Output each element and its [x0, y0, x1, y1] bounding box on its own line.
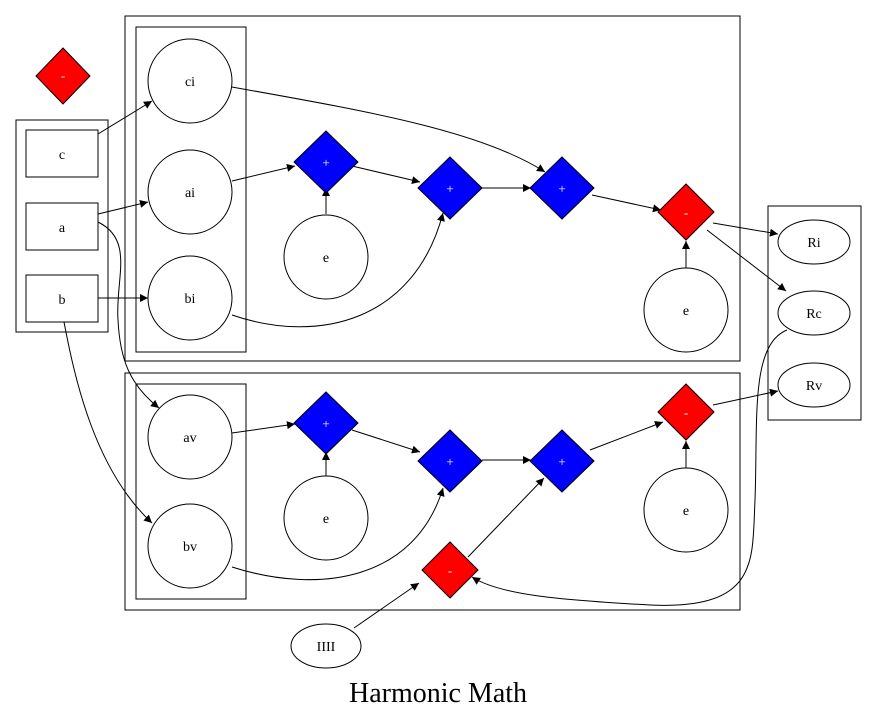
edge-add3-sub1	[591, 194, 662, 213]
node-bottom-e2-label: e	[683, 504, 689, 519]
node-bi: bi	[147, 255, 233, 341]
node-top-add3-label: +	[558, 181, 565, 196]
node-top-e1-label: e	[323, 251, 329, 266]
edge-add1-add2-bottom	[351, 429, 421, 454]
node-bottom-e1-label: e	[323, 512, 329, 527]
node-bottom-add2: +	[417, 429, 483, 493]
node-bottom-sub1: -	[657, 383, 715, 441]
node-top-add2-label: +	[446, 181, 453, 196]
edge-b-bv	[63, 321, 153, 524]
node-rc-label: Rc	[806, 307, 822, 322]
edge-rc-sub2	[471, 329, 788, 606]
node-bottom-sub1-label: -	[684, 405, 688, 420]
top-cluster	[124, 15, 741, 362]
node-av-label: av	[183, 431, 196, 446]
node-rv: Rv	[777, 362, 851, 408]
node-top-add3: +	[529, 156, 595, 220]
node-rc: Rc	[777, 290, 851, 336]
node-top-add1: +	[293, 130, 359, 194]
legend-op-label: -	[61, 68, 65, 83]
node-bi-label: bi	[185, 292, 196, 307]
node-top-add1-label: +	[322, 155, 329, 170]
input-c-label: c	[59, 148, 65, 163]
node-rv-label: Rv	[806, 379, 822, 394]
node-ai-label: ai	[185, 186, 195, 201]
node-bottom-add2-label: +	[446, 454, 453, 469]
edge-bv-add2	[231, 487, 445, 581]
node-ri: Ri	[777, 219, 851, 265]
node-top-add2: +	[417, 156, 483, 220]
edge-iiii-sub2	[353, 582, 420, 629]
edge-c-ci	[97, 100, 153, 135]
node-bottom-sub2-label: -	[448, 563, 452, 578]
edge-a-av	[97, 221, 160, 409]
edge-ai-add1	[231, 163, 296, 182]
edges	[63, 86, 788, 629]
edge-add3-sub1-bottom	[589, 421, 664, 451]
input-a-label: a	[59, 221, 66, 236]
edge-a-ai	[97, 199, 149, 215]
bottom-inner-cluster	[135, 383, 247, 600]
input-c: c	[25, 129, 99, 178]
edge-sub1-rc	[706, 229, 787, 292]
node-bottom-add1-label: +	[322, 416, 329, 431]
edge-av-add1	[231, 421, 296, 434]
node-bottom-add3: +	[529, 429, 595, 493]
node-bottom-add1: +	[293, 391, 359, 455]
node-ai: ai	[147, 149, 233, 235]
diagram-title: Harmonic Math	[349, 678, 527, 709]
edge-bi-add2	[231, 212, 445, 328]
edge-add1-add2	[351, 165, 421, 185]
node-bottom-e1: e	[283, 475, 369, 561]
node-bv: bv	[147, 503, 233, 589]
input-b: b	[25, 274, 99, 323]
edge-ci-add3	[231, 86, 546, 173]
node-bv-label: bv	[183, 540, 197, 555]
node-top-sub1-label: -	[684, 205, 688, 220]
node-top-sub1: -	[657, 183, 715, 241]
node-top-e1: e	[283, 214, 369, 300]
input-cluster	[15, 119, 109, 333]
node-iiii-label: IIII	[317, 640, 336, 655]
node-av: av	[147, 394, 233, 480]
top-inner-cluster	[135, 26, 247, 353]
node-ci: ci	[147, 38, 233, 124]
node-bottom-add3-label: +	[558, 454, 565, 469]
edge-sub1-rv	[712, 388, 779, 406]
node-iiii: IIII	[290, 623, 362, 669]
result-cluster	[767, 205, 862, 421]
node-bottom-sub2: -	[421, 541, 479, 599]
edge-sub2-add3	[467, 477, 545, 558]
legend-op-node: -	[35, 47, 91, 105]
node-ci-label: ci	[185, 75, 195, 90]
node-ri-label: Ri	[807, 236, 820, 251]
node-top-e2-label: e	[683, 304, 689, 319]
edge-sub1-ri	[712, 222, 779, 237]
node-top-e2: e	[643, 267, 729, 353]
input-a: a	[25, 202, 99, 251]
node-bottom-e2: e	[643, 467, 729, 553]
input-b-label: b	[59, 293, 66, 308]
